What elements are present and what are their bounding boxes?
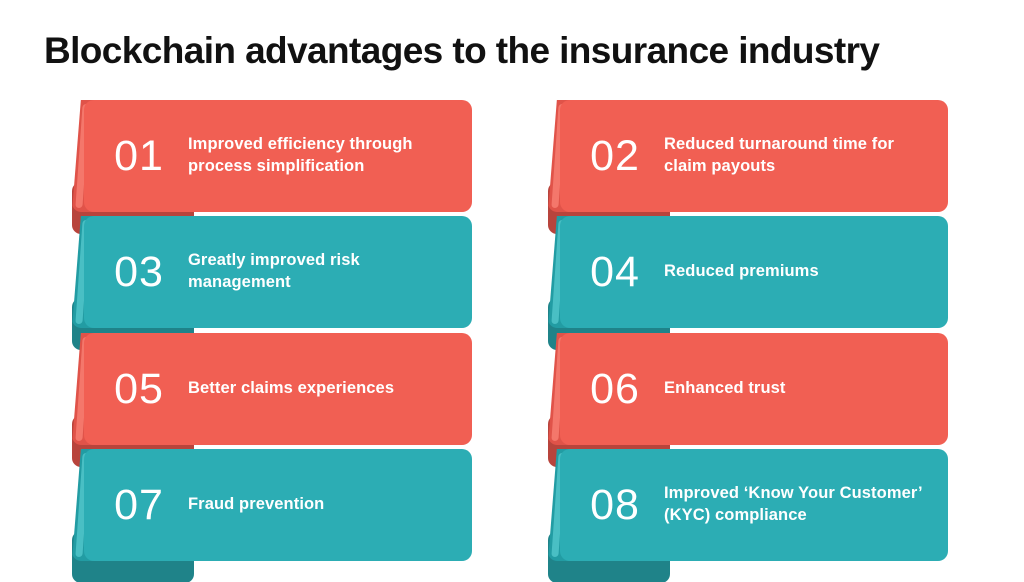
card-label: Reduced premiums [664,262,819,281]
advantage-card-08[interactable]: 08 Improved ‘Know Your Customer’ (KYC) co… [548,449,948,582]
card-number: 05 [114,364,164,413]
card-label: Fraud prevention [188,495,325,514]
advantage-card-02[interactable]: 02 Reduced turnaround time for claim payo… [548,100,948,234]
card-number: 07 [114,480,164,529]
card-body[interactable]: 08 Improved ‘Know Your Customer’ (KYC) co… [560,449,948,561]
advantage-card-04[interactable]: 04 Reduced premiums [548,216,948,350]
page-title: Blockchain advantages to the insurance i… [44,30,880,71]
card-number: 01 [114,131,164,180]
advantage-card-05[interactable]: 05 Better claims experiences [72,333,472,467]
card-body[interactable]: 02 Reduced turnaround time for claim payo… [560,100,948,212]
card-number: 02 [590,131,640,180]
advantage-card-07[interactable]: 07 Fraud prevention [72,449,472,582]
card-body[interactable]: 01 Improved efficiency through process si… [84,100,472,212]
card-label: Reduced turnaround time for claim payout… [664,135,895,175]
card-body[interactable]: 05 Better claims experiences [84,333,472,445]
card-label: Greatly improved risk management [188,251,360,291]
card-number: 04 [590,247,640,296]
card-label: Enhanced trust [664,379,786,398]
card-label: Improved efficiency through process simp… [188,135,413,175]
card-number: 03 [114,247,164,296]
card-body[interactable]: 06 Enhanced trust [560,333,948,445]
card-number: 06 [590,364,640,413]
advantage-card-06[interactable]: 06 Enhanced trust [548,333,948,467]
advantage-card-01[interactable]: 01 Improved efficiency through process si… [72,100,472,234]
card-body[interactable]: 04 Reduced premiums [560,216,948,328]
advantage-card-03[interactable]: 03 Greatly improved risk management [72,216,472,350]
card-number: 08 [590,480,640,529]
card-label: Improved ‘Know Your Customer’ (KYC) comp… [664,484,922,524]
card-label: Better claims experiences [188,379,395,398]
card-body[interactable]: 03 Greatly improved risk management [84,216,472,328]
card-body[interactable]: 07 Fraud prevention [84,449,472,561]
